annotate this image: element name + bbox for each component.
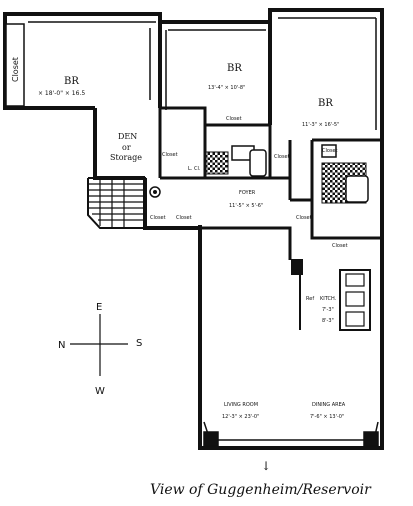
closet-labels: Closet Closet Closet Closet Closet Close… [150,116,348,249]
closet-hall-right: Closet [274,154,290,160]
elevator-symbol [149,186,161,198]
view-annotation: View of Guggenheim/Reservoir [150,482,372,498]
closet-foyer-right: Closet [296,215,312,221]
compass-west: W [95,386,105,397]
br2-inner-walls [165,29,266,110]
bath-1-tub [249,149,267,177]
foyer-dims: 11'-5" × 5'-6" [229,203,263,209]
bath-1-tiles [205,151,229,175]
br3-inner-walls [278,17,377,130]
closet-kitchen-top: Closet [332,243,348,249]
dining-label: DINING AREA [312,402,346,408]
room-br3: BR 11'-3" × 16'-5" [302,98,339,128]
den-line3: Storage [110,153,142,162]
room-foyer: FOYER 11'-5" × 5'-6" [229,190,263,209]
view-arrow: ↓ [261,459,271,473]
linen-closet-label: L. Cl. [188,166,201,172]
living-label: LIVING ROOM [224,402,258,408]
compass-east: E [96,302,102,313]
br2-dims: 13'-4" × 10'-8" [208,85,245,91]
br1-label: BR [64,76,79,87]
room-living: LIVING ROOM 12'-3" × 23'-0" [222,402,259,420]
closet-foyer-left-2: Closet [176,215,192,221]
closet-br3-right: Closet [322,148,338,154]
closet-left-label: Closet [11,57,20,82]
br2-label: BR [227,63,242,74]
middle-walls [158,106,382,260]
living-dims: 12'-3" × 23'-0" [222,414,259,420]
compass [70,314,128,376]
bath-2-sink [321,144,337,158]
closet-bath-top: Closet [226,116,242,122]
closet-den: Closet [162,152,178,158]
room-den: DEN or Storage [110,132,142,162]
kitchen-label: KITCH. [320,296,337,302]
room-kitchen: KITCH. 7'-3" 8'-3" [320,296,337,324]
closet-left-strip: Closet [5,23,25,107]
br1-dims: × 18'-0" × 16.5 [38,90,85,97]
compass-north: N [58,340,65,351]
kitchen-dims-1: 7'-3" [322,307,334,313]
kitchen-appliances [345,273,365,327]
den-line1: DEN [118,132,137,141]
br3-dims: 11'-3" × 16'-5" [302,122,339,128]
kitchen-dims-2: 8'-3" [322,318,334,324]
dining-dims: 7'-6" × 13'-0" [310,414,344,420]
room-dining: DINING AREA 7'-6" × 13'-0" [310,402,346,420]
stairs [87,177,146,229]
closet-foyer-left-1: Closet [150,215,166,221]
kitchen-walls [291,259,371,331]
exterior-walls [3,8,384,450]
compass-south: S [136,338,142,349]
br1-inner-walls [28,21,156,100]
br3-label: BR [318,98,333,109]
den-line2: or [122,143,131,152]
bath-2-tub [345,175,369,203]
ref-label: Ref [306,296,314,302]
room-br1: BR × 18'-0" × 16.5 [38,76,85,97]
foyer-label: FOYER [239,190,256,196]
living-room-bays [203,421,379,447]
room-br2: BR 13'-4" × 10'-8" [208,63,245,91]
